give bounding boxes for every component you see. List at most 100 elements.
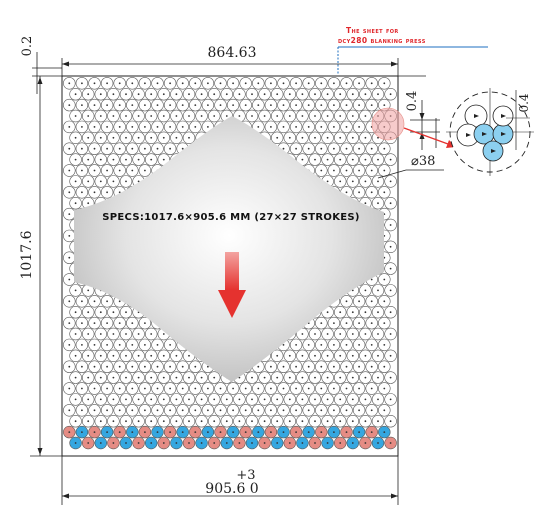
blank-center-mark xyxy=(257,409,260,412)
blank-center-mark xyxy=(320,169,323,172)
blank-center-mark xyxy=(389,202,392,205)
blank-center-mark xyxy=(263,376,266,379)
blank-center-mark xyxy=(389,442,392,444)
blank-center-mark xyxy=(219,82,222,85)
blank-center-mark xyxy=(131,409,134,412)
top-margin-dimension: 0.2 xyxy=(20,36,62,94)
blank-center-mark xyxy=(125,376,127,379)
zoom-source-highlight xyxy=(371,107,405,141)
blank-center-mark xyxy=(81,104,83,106)
blank-center-mark xyxy=(370,300,373,303)
blank-center-mark xyxy=(162,158,165,161)
blank-center-mark xyxy=(370,191,373,194)
blank-center-mark xyxy=(87,158,90,161)
blank-center-mark xyxy=(87,93,90,96)
blank-center-mark xyxy=(181,365,184,368)
blank-center-mark xyxy=(282,126,285,128)
blank-center-mark xyxy=(339,158,342,161)
blank-center-mark xyxy=(106,431,108,433)
blank-center-mark xyxy=(282,147,285,150)
blank-center-mark xyxy=(288,420,291,423)
blank-center-mark xyxy=(188,420,190,423)
blank-center-mark xyxy=(389,311,392,314)
blank-center-mark xyxy=(358,82,360,85)
blank-center-mark xyxy=(188,93,190,96)
blank-center-mark xyxy=(99,311,102,314)
blank-center-mark xyxy=(345,409,348,412)
blank-center-mark xyxy=(389,93,392,96)
blank-center-mark xyxy=(345,365,348,368)
blank-center-mark xyxy=(301,333,304,335)
blank-center-mark xyxy=(314,398,316,401)
blank-center-mark xyxy=(169,344,172,346)
blank-center-mark xyxy=(370,344,373,346)
blank-center-mark xyxy=(320,387,323,390)
blank-center-mark xyxy=(251,376,253,379)
blank-center-mark xyxy=(81,169,83,172)
blank-center-mark xyxy=(345,169,348,172)
blank-center-mark xyxy=(389,376,392,379)
blank-center-mark xyxy=(326,442,329,444)
blank-center-mark xyxy=(339,136,342,139)
blank-center-mark xyxy=(383,300,386,303)
blank-center-mark xyxy=(238,93,241,96)
blank-center-mark xyxy=(156,431,159,433)
blank-center-mark xyxy=(383,409,386,412)
blank-center-mark xyxy=(118,147,121,150)
blank-center-mark xyxy=(137,158,140,161)
blank-center-mark xyxy=(194,104,197,106)
blank-center-mark xyxy=(364,180,367,183)
blank-center-mark xyxy=(301,136,304,139)
blank-center-mark xyxy=(225,93,228,96)
blank-center-mark xyxy=(87,442,90,444)
blank-center-mark xyxy=(270,431,272,433)
blank-center-mark xyxy=(326,311,329,314)
blank-center-mark xyxy=(307,365,310,368)
bottom-width-label: 905.6 0 xyxy=(205,481,258,497)
blank-center-mark xyxy=(81,300,83,303)
blank-center-mark xyxy=(232,409,235,412)
blank-center-mark xyxy=(112,136,115,139)
blank-center-mark xyxy=(339,442,342,444)
blank-center-mark xyxy=(288,376,291,379)
blank-center-mark xyxy=(377,376,379,379)
blank-center-mark xyxy=(162,354,165,357)
blank-center-mark xyxy=(276,376,279,379)
blank-center-mark xyxy=(333,169,335,172)
blank-center-mark xyxy=(144,104,146,106)
blank-center-mark xyxy=(68,191,71,194)
blank-center-mark xyxy=(232,82,235,85)
blank-center-mark xyxy=(244,409,247,412)
blank-center-mark xyxy=(257,82,260,85)
blank-center-mark xyxy=(144,344,146,346)
annotation-line-1: The sheet for xyxy=(346,26,399,35)
blank-center-mark xyxy=(282,82,285,85)
blank-center-mark xyxy=(125,158,127,161)
blank-center-mark xyxy=(118,300,121,303)
blank-center-mark xyxy=(219,409,222,412)
blank-center-mark xyxy=(295,344,297,346)
blank-center-mark xyxy=(213,442,216,444)
blank-center-mark xyxy=(93,126,96,128)
blank-center-mark xyxy=(200,420,203,423)
blank-center-mark xyxy=(295,147,297,150)
blank-center-mark xyxy=(351,289,354,292)
blank-center-mark xyxy=(93,82,96,85)
blank-center-mark xyxy=(307,82,310,85)
blank-center-mark xyxy=(213,376,216,379)
blank-center-mark xyxy=(339,180,342,183)
blank-center-mark xyxy=(351,420,354,423)
blank-center-mark xyxy=(333,387,335,390)
central-void xyxy=(74,116,384,382)
blank-center-mark xyxy=(377,136,379,139)
blank-center-mark xyxy=(106,365,108,368)
blank-center-mark xyxy=(194,365,197,368)
blank-center-mark xyxy=(364,115,367,117)
blank-center-mark xyxy=(125,115,127,117)
blank-center-mark xyxy=(276,136,279,139)
blank-center-mark xyxy=(301,398,304,401)
blank-center-mark xyxy=(93,147,96,150)
blank-center-mark xyxy=(81,387,83,390)
blank-center-mark xyxy=(364,136,367,139)
blank-center-mark xyxy=(150,398,153,401)
